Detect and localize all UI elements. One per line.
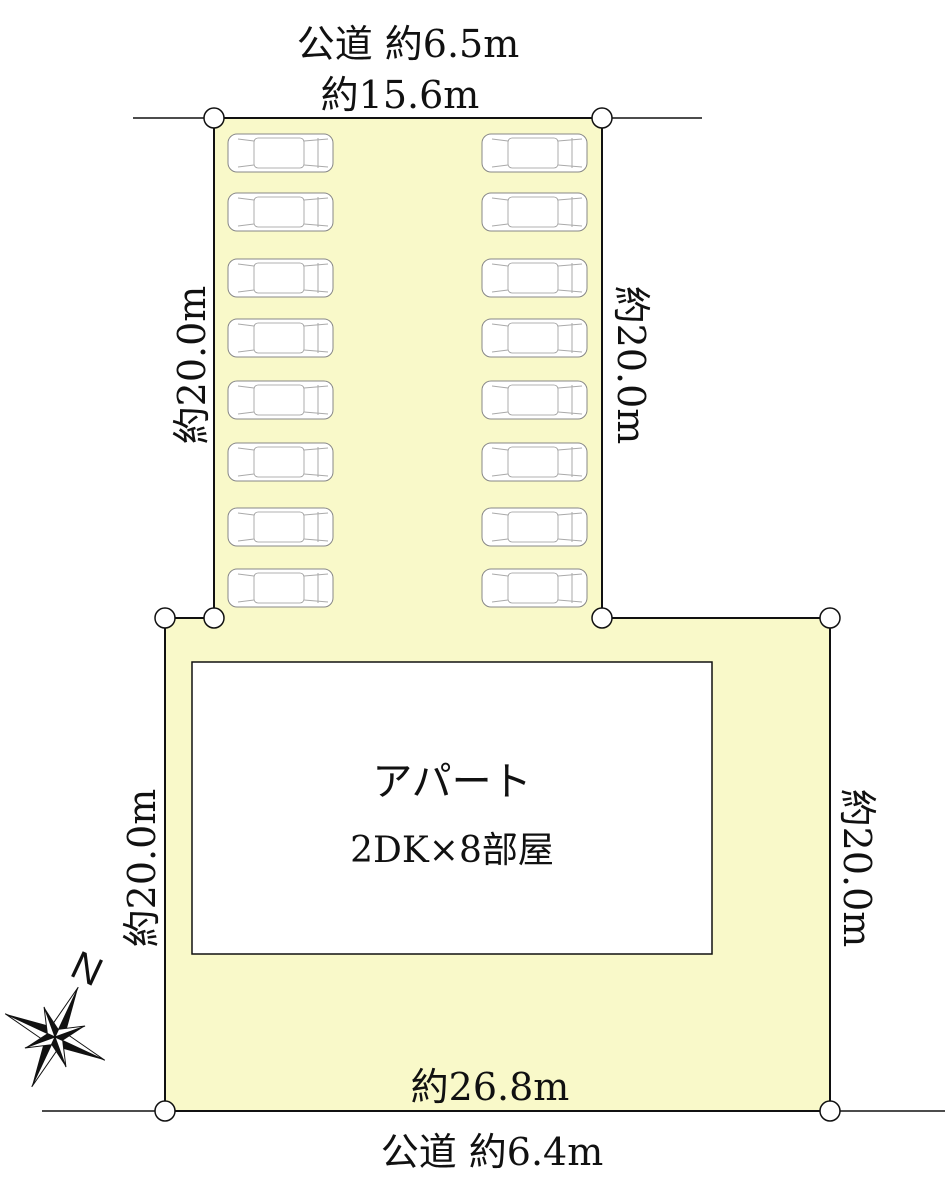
car-icon bbox=[227, 568, 334, 608]
top-road-label: 公道 約6.5m bbox=[297, 22, 520, 66]
apartment-building bbox=[191, 661, 713, 955]
compass-icon: N bbox=[4, 943, 109, 1088]
boundary-marker bbox=[591, 607, 613, 629]
car-icon bbox=[227, 380, 334, 420]
car-icon bbox=[227, 318, 334, 358]
building-units: 2DK×8部屋 bbox=[350, 830, 554, 871]
top-width-label: 約15.6m bbox=[321, 73, 480, 117]
car-icon bbox=[227, 192, 334, 232]
lower-right-depth-label: 約20.0m bbox=[835, 789, 879, 948]
upper-right-depth-label: 約20.0m bbox=[609, 286, 653, 445]
car-icon bbox=[481, 258, 588, 298]
boundary-marker bbox=[154, 1100, 176, 1122]
car-icon bbox=[227, 258, 334, 298]
lower-left-depth-label: 約20.0m bbox=[120, 789, 164, 948]
car-icon bbox=[481, 380, 588, 420]
car-icon bbox=[481, 507, 588, 547]
car-icon bbox=[227, 507, 334, 547]
car-icon bbox=[227, 133, 334, 173]
upper-left-depth-label: 約20.0m bbox=[170, 286, 214, 445]
car-icon bbox=[481, 568, 588, 608]
boundary-marker bbox=[591, 107, 613, 129]
boundary-marker bbox=[203, 107, 225, 129]
north-label: N bbox=[64, 943, 109, 995]
car-icon bbox=[481, 192, 588, 232]
car-icon bbox=[481, 318, 588, 358]
boundary-marker bbox=[819, 1100, 841, 1122]
bottom-road-label: 公道 約6.4m bbox=[381, 1130, 604, 1174]
boundary-marker bbox=[154, 607, 176, 629]
bottom-width-label: 約26.8m bbox=[411, 1065, 570, 1109]
parking-spaces bbox=[227, 133, 588, 608]
car-icon bbox=[227, 442, 334, 482]
boundary-marker bbox=[203, 607, 225, 629]
car-icon bbox=[481, 442, 588, 482]
building-name: アパート bbox=[372, 759, 531, 805]
car-icon bbox=[481, 133, 588, 173]
boundary-markers bbox=[154, 107, 841, 1122]
boundary-marker bbox=[819, 607, 841, 629]
